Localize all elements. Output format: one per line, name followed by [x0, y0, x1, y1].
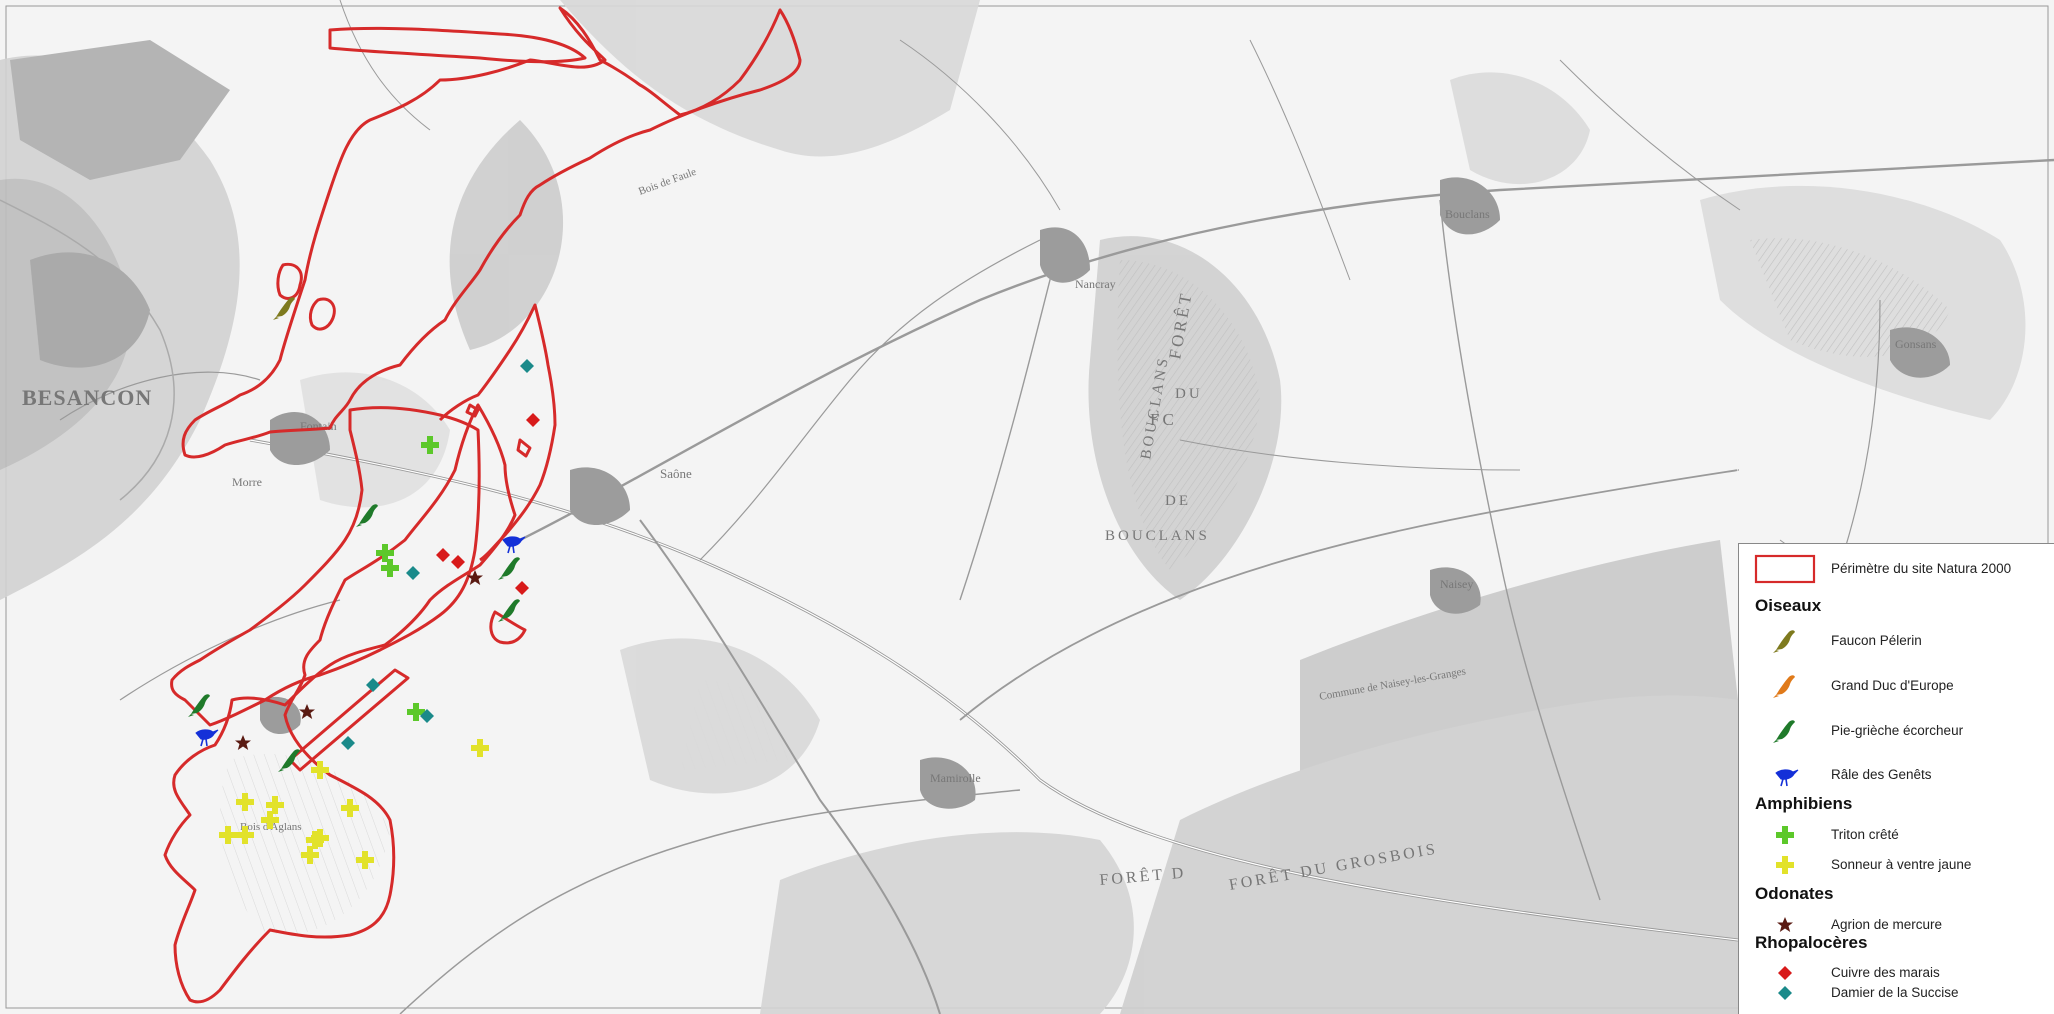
diamond-icon [1753, 976, 1817, 1010]
legend-row: Cuivre des marais [1739, 956, 2054, 990]
legend-row: Damier de la Succise [1739, 976, 2054, 1010]
place-label: BESANCON [22, 385, 152, 410]
legend-perimeter-label: Périmètre du site Natura 2000 [1831, 561, 2012, 576]
place-label: Mamirolle [930, 771, 981, 785]
place-label: DU [1175, 386, 1203, 402]
legend-row: Grand Duc d'Europe [1739, 669, 2054, 703]
legend-row: Triton crêté [1739, 818, 2054, 852]
place-label: Saône [660, 466, 692, 481]
legend-item-label: Agrion de mercure [1831, 917, 1943, 932]
legend-item-label: Sonneur à ventre jaune [1831, 857, 1972, 872]
cross-icon [1753, 818, 1817, 852]
legend-row: Faucon Pélerin [1739, 624, 2054, 658]
legend-item-label: Cuivre des marais [1831, 965, 1940, 980]
legend-item-label: Faucon Pélerin [1831, 633, 1922, 648]
legend-group-title: Amphibiens [1755, 794, 1853, 813]
legend-group-title: Oiseaux [1755, 596, 1822, 615]
place-label: Naisey [1440, 577, 1473, 591]
bird-falcon-icon [1753, 624, 1817, 658]
bird-crake-icon [1753, 758, 1817, 792]
bird-shrike-icon [1753, 714, 1817, 748]
perimeter-swatch-icon [1753, 552, 1817, 586]
place-label: BOUCLANS [1105, 528, 1210, 544]
legend-item-label: Pie-grièche écorcheur [1831, 723, 1964, 738]
legend-item-label: Damier de la Succise [1831, 985, 1959, 1000]
river [0, 199, 175, 501]
place-label: Nancray [1075, 277, 1116, 291]
legend-row: Agrion de mercure [1739, 908, 2054, 942]
place-label: Morre [232, 475, 262, 489]
place-label: DE [1165, 493, 1191, 509]
legend-item-label: Râle des Genêts [1831, 767, 1932, 782]
place-label: FC [1150, 410, 1177, 429]
legend-row: Pie-grièche écorcheur [1739, 714, 2054, 748]
legend-row: Râle des Genêts [1739, 758, 2054, 792]
place-label: Gonsans [1895, 337, 1937, 351]
cross-icon [1753, 848, 1817, 882]
legend-row-perimeter: Périmètre du site Natura 2000 [1739, 552, 2054, 586]
legend-group-title: Rhopalocères [1755, 933, 1868, 952]
place-label: Bouclans [1445, 207, 1490, 221]
map-legend: Périmètre du site Natura 2000 Oiseaux Fa… [1738, 543, 2054, 1014]
bird-owl-icon [1753, 669, 1817, 703]
legend-item-label: Triton crêté [1831, 827, 1899, 842]
legend-row: Sonneur à ventre jaune [1739, 848, 2054, 882]
legend-item-label: Grand Duc d'Europe [1831, 678, 1954, 693]
natura2000-perimeter [163, 6, 802, 1004]
legend-group-title: Odonates [1755, 884, 1834, 903]
settlement-blocks [10, 40, 1950, 809]
